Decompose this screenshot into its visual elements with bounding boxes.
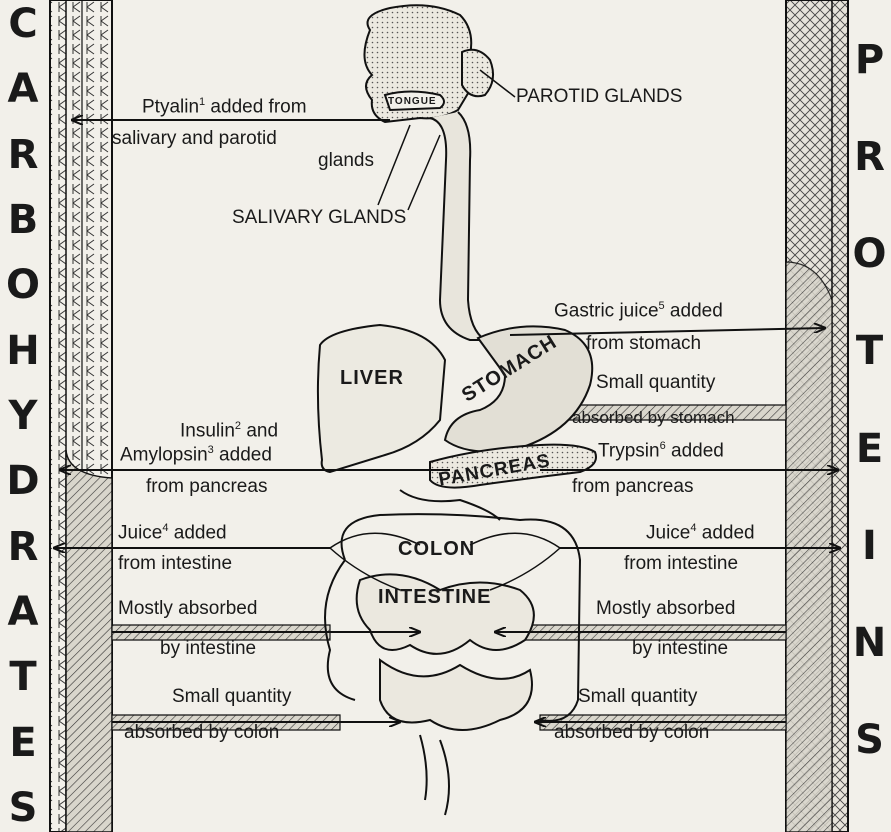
liver-label: LIVER xyxy=(340,367,404,390)
left-juice-annotation: Juice4 added xyxy=(118,522,227,545)
amylopsin-annotation: Amylopsin3 added xyxy=(120,444,272,467)
left-juice-annotation-line2: from intestine xyxy=(118,553,232,576)
carbohydrates-letter: H xyxy=(6,331,39,371)
carbohydrates-letter: C xyxy=(8,4,37,44)
right-juice-annotation: Juice4 added xyxy=(646,522,755,545)
tongue-label: TONGUE xyxy=(388,96,437,107)
carbohydrates-letter: R xyxy=(8,527,39,567)
gastric-juice-annotation: Gastric juice5 added xyxy=(554,300,723,323)
proteins-letter: T xyxy=(856,331,883,371)
carbohydrates-letter: A xyxy=(8,69,39,109)
insulin-annotation: Insulin2 and xyxy=(180,420,278,443)
left-absorbed-annotation: Mostly absorbed xyxy=(118,598,257,621)
right-colon-annotation-line2: absorbed by colon xyxy=(554,722,709,745)
left-pancreas-annotation: from pancreas xyxy=(146,476,267,499)
trypsin-annotation: Trypsin6 added xyxy=(598,440,724,463)
colon-label: COLON xyxy=(398,538,475,561)
carbohydrates-letter: T xyxy=(9,657,36,697)
proteins-label: P R O T E I N S xyxy=(848,40,891,760)
carbohydrates-letter: A xyxy=(8,592,39,632)
proteins-letter: R xyxy=(854,137,885,177)
proteins-letter: I xyxy=(862,526,877,566)
liver-shape xyxy=(318,325,445,472)
parotid-glands-label: PAROTID GLANDS xyxy=(516,86,682,109)
salivary-glands-label: SALIVARY GLANDS xyxy=(232,207,406,230)
ptyalin-annotation-line3: glands xyxy=(318,150,374,173)
intestine-label: INTESTINE xyxy=(378,586,491,609)
ptyalin-annotation: Ptyalin1 added from xyxy=(142,96,307,119)
ptyalin-annotation-line2: salivary and parotid xyxy=(112,128,277,151)
right-juice-annotation-line2: from intestine xyxy=(624,553,738,576)
proteins-letter: O xyxy=(852,234,886,274)
proteins-letter: N xyxy=(853,623,886,663)
gastric-juice-annotation-line2: from stomach xyxy=(586,333,701,356)
esophagus xyxy=(430,112,485,340)
carbohydrates-letter: R xyxy=(8,135,39,175)
stomach-absorbed-annotation: Small quantity xyxy=(596,372,715,395)
right-colon-annotation: Small quantity xyxy=(578,686,697,709)
carbohydrates-letter: S xyxy=(9,788,38,828)
carbohydrates-letter: B xyxy=(8,200,39,240)
left-colon-annotation: Small quantity xyxy=(172,686,291,709)
right-pancreas-annotation: from pancreas xyxy=(572,476,693,499)
proteins-letter: S xyxy=(855,720,884,760)
carbohydrates-letter: D xyxy=(6,461,39,501)
right-absorbed-annotation-line2: by intestine xyxy=(632,638,728,661)
proteins-letter: E xyxy=(856,429,883,469)
left-colon-annotation-line2: absorbed by colon xyxy=(124,722,279,745)
carbohydrates-letter: O xyxy=(6,265,40,305)
carbohydrates-letter: Y xyxy=(9,396,38,436)
carbohydrates-letter: E xyxy=(9,723,36,763)
proteins-letter: P xyxy=(855,40,884,80)
left-absorbed-annotation-line2: by intestine xyxy=(160,638,256,661)
stomach-absorbed-annotation-line2: absorbed by stomach xyxy=(572,408,735,428)
right-absorbed-annotation: Mostly absorbed xyxy=(596,598,735,621)
